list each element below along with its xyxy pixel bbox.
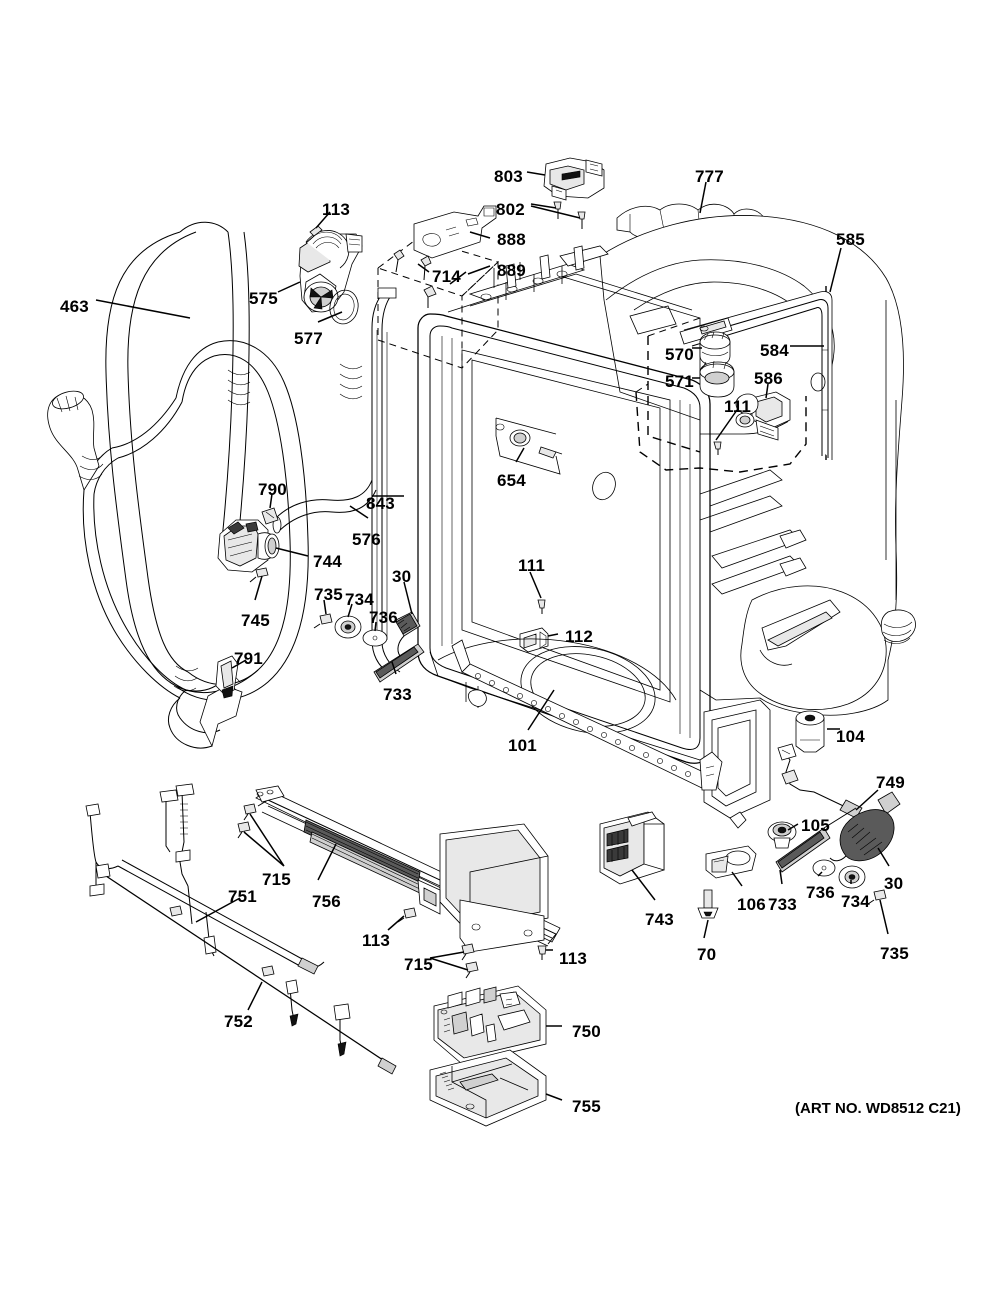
part-654-detail (495, 417, 563, 475)
part-70-fastener (697, 889, 719, 939)
callout-463: 463 (60, 297, 89, 316)
part-790-clamp (261, 493, 279, 525)
callout-756: 756 (312, 892, 341, 911)
callout-736-left: 736 (369, 608, 398, 627)
part-111-screw-mid (529, 571, 546, 614)
part-791-connector (215, 655, 247, 699)
part-463-drain-hose (47, 221, 363, 749)
callout-743: 743 (645, 910, 674, 929)
part-586-valve (635, 383, 807, 473)
part-570-clamp (692, 331, 731, 367)
callout-744: 744 (313, 552, 342, 571)
callout-755: 755 (572, 1097, 601, 1116)
part-30-spring-right (829, 791, 901, 867)
part-733-rod-right (775, 807, 857, 885)
callout-751: 751 (228, 887, 257, 906)
callout-749: 749 (876, 773, 905, 792)
callout-843: 843 (366, 494, 395, 513)
callout-734-right: 734 (841, 892, 870, 911)
callout-576: 576 (352, 530, 381, 549)
callout-714: 714 (432, 267, 461, 286)
part-756-vent-duct-assembly (237, 785, 561, 979)
part-803-latch-switch (526, 157, 605, 229)
part-735-screw-right (867, 889, 889, 935)
part-101-tub-body (417, 215, 916, 829)
part-571-clamp (692, 360, 735, 398)
callout-111-mid: 111 (518, 556, 546, 575)
part-751-harness (85, 783, 325, 975)
callout-735-left: 735 (314, 585, 343, 604)
callout-105: 105 (801, 816, 830, 835)
callout-106: 106 (737, 895, 766, 914)
callout-888: 888 (497, 230, 526, 249)
callout-736-right: 736 (806, 883, 835, 902)
callout-104: 104 (836, 727, 865, 746)
part-750-control-board (433, 985, 562, 1065)
callout-101: 101 (508, 736, 537, 755)
callout-889: 889 (497, 261, 526, 280)
callout-70: 70 (697, 945, 717, 964)
callout-575: 575 (249, 289, 278, 308)
callout-654: 654 (497, 471, 526, 490)
callout-733-left: 733 (383, 685, 412, 704)
callout-790: 790 (258, 480, 287, 499)
callout-752: 752 (224, 1012, 253, 1031)
part-745-screw (249, 567, 269, 601)
part-755-board-housing (429, 1049, 563, 1127)
part-736-washer-right (812, 859, 836, 877)
part-749-wire-harness (777, 743, 879, 819)
callout-803: 803 (494, 167, 523, 186)
part-733-734-735-736-30-left (313, 581, 425, 683)
callout-777: 777 (695, 167, 724, 186)
callout-715-a: 715 (262, 870, 291, 889)
part-106-bracket (705, 845, 757, 887)
callout-113-top: 113 (322, 200, 351, 219)
callout-570: 570 (665, 345, 694, 364)
part-112-clip (519, 627, 559, 653)
callout-791: 791 (234, 649, 263, 668)
callout-30-right: 30 (884, 874, 904, 893)
callout-584: 584 (760, 341, 789, 360)
callout-112: 112 (565, 627, 594, 646)
callout-735-right: 735 (880, 944, 909, 963)
part-734-wheel-right (838, 865, 866, 889)
callout-113-b: 113 (362, 931, 391, 950)
callout-111-right: 111 (724, 397, 752, 416)
callout-571: 571 (665, 372, 694, 391)
part-744-pump (217, 519, 309, 573)
callout-585: 585 (836, 230, 865, 249)
callout-733-right: 733 (768, 895, 797, 914)
part-105-grommet (767, 821, 799, 849)
callout-586: 586 (754, 369, 783, 388)
part-575-vent-assembly (277, 211, 363, 325)
callout-750: 750 (572, 1022, 601, 1041)
callout-113-c: 113 (559, 949, 588, 968)
part-888-bracket-group (377, 205, 499, 369)
part-752-harness (95, 863, 397, 1075)
callout-715-b: 715 (404, 955, 433, 974)
part-104-bushing (795, 710, 840, 753)
callout-734-left: 734 (345, 590, 374, 609)
part-743-connector-block (599, 811, 665, 901)
callout-745: 745 (241, 611, 270, 630)
callout-577: 577 (294, 329, 323, 348)
art-number-label: (ART NO. WD8512 C21) (795, 1100, 961, 1117)
callout-30-left: 30 (392, 567, 412, 586)
callout-802: 802 (496, 200, 525, 219)
